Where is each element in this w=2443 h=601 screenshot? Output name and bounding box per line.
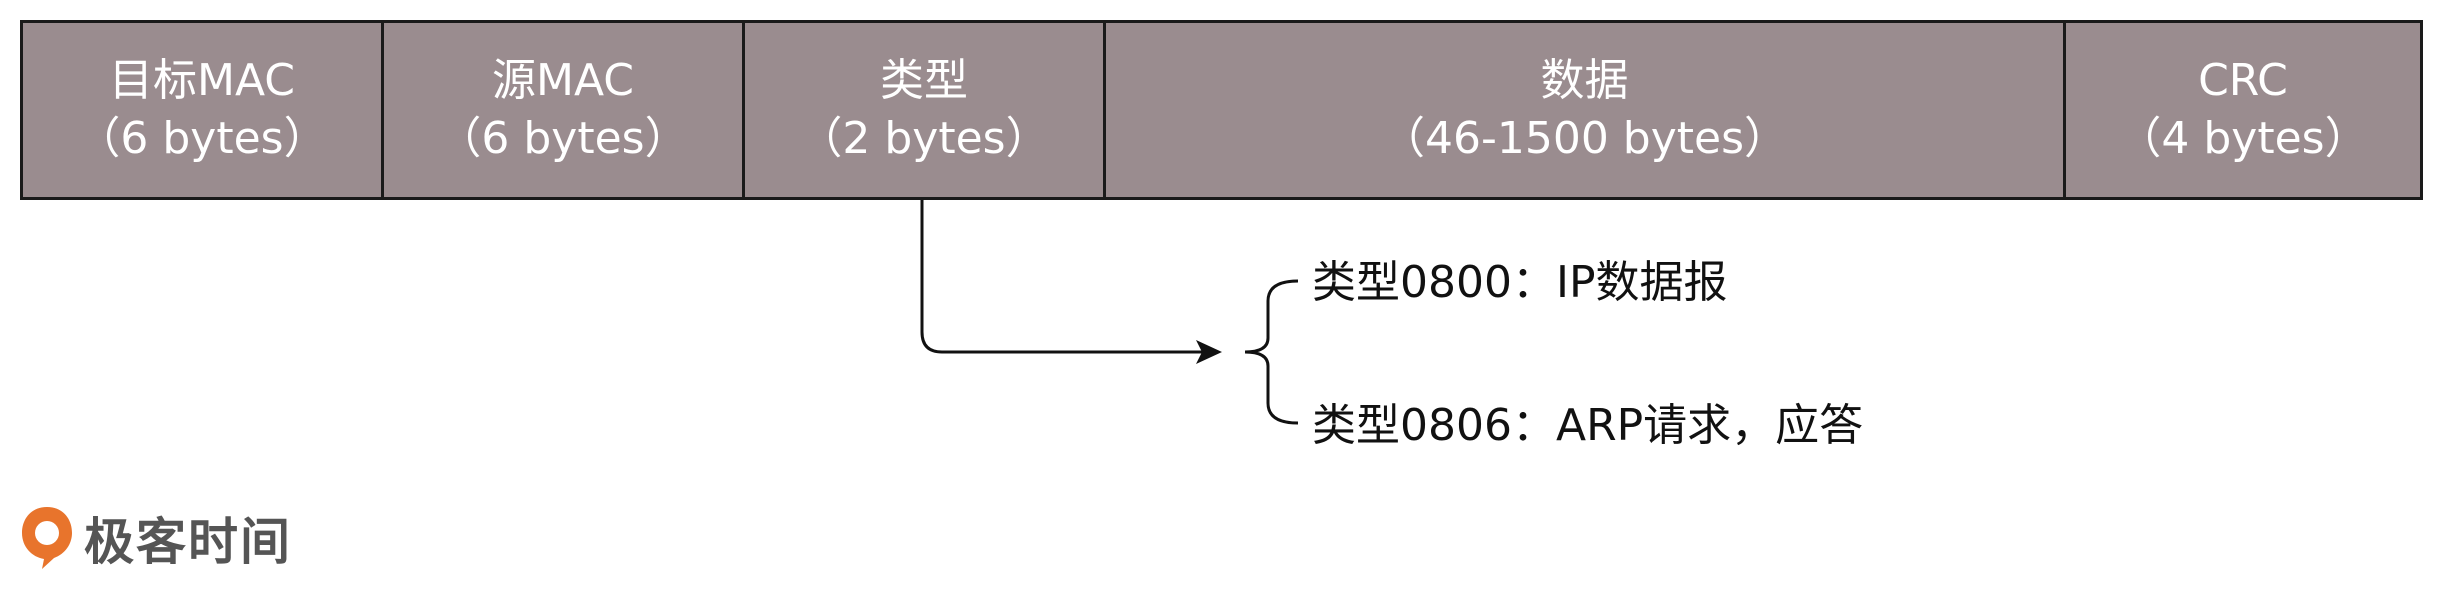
type-value-ip: 类型0800：IP数据报 (1312, 257, 1728, 308)
field-size: （4 bytes） (2117, 113, 2369, 164)
field-name: 目标MAC (108, 55, 295, 106)
ethernet-frame-table: 目标MAC （6 bytes） 源MAC （6 bytes） 类型 （2 byt… (20, 20, 2423, 200)
type-value-arp: 类型0806：ARP请求，应答 (1312, 400, 1864, 451)
brand-mark-icon (22, 507, 72, 569)
field-type: 类型 （2 bytes） (745, 23, 1106, 197)
field-size: （46-1500 bytes） (1380, 113, 1789, 164)
field-name: 源MAC (491, 55, 634, 106)
field-data: 数据 （46-1500 bytes） (1106, 23, 2066, 197)
field-size: （6 bytes） (437, 113, 689, 164)
brand-logo: 极客时间 (18, 502, 292, 574)
field-name: CRC (2198, 55, 2288, 106)
field-crc: CRC （4 bytes） (2066, 23, 2420, 197)
field-name: 数据 (1540, 55, 1629, 106)
field-size: （2 bytes） (798, 113, 1050, 164)
type-arrow-line (920, 200, 1205, 354)
brand-name: 极客时间 (84, 513, 292, 571)
field-dest-mac: 目标MAC （6 bytes） (23, 23, 384, 197)
field-size: （6 bytes） (76, 113, 328, 164)
curly-brace-icon (1244, 279, 1299, 425)
arrowhead-icon (1196, 340, 1222, 364)
field-name: 类型 (880, 55, 968, 106)
field-src-mac: 源MAC （6 bytes） (384, 23, 745, 197)
